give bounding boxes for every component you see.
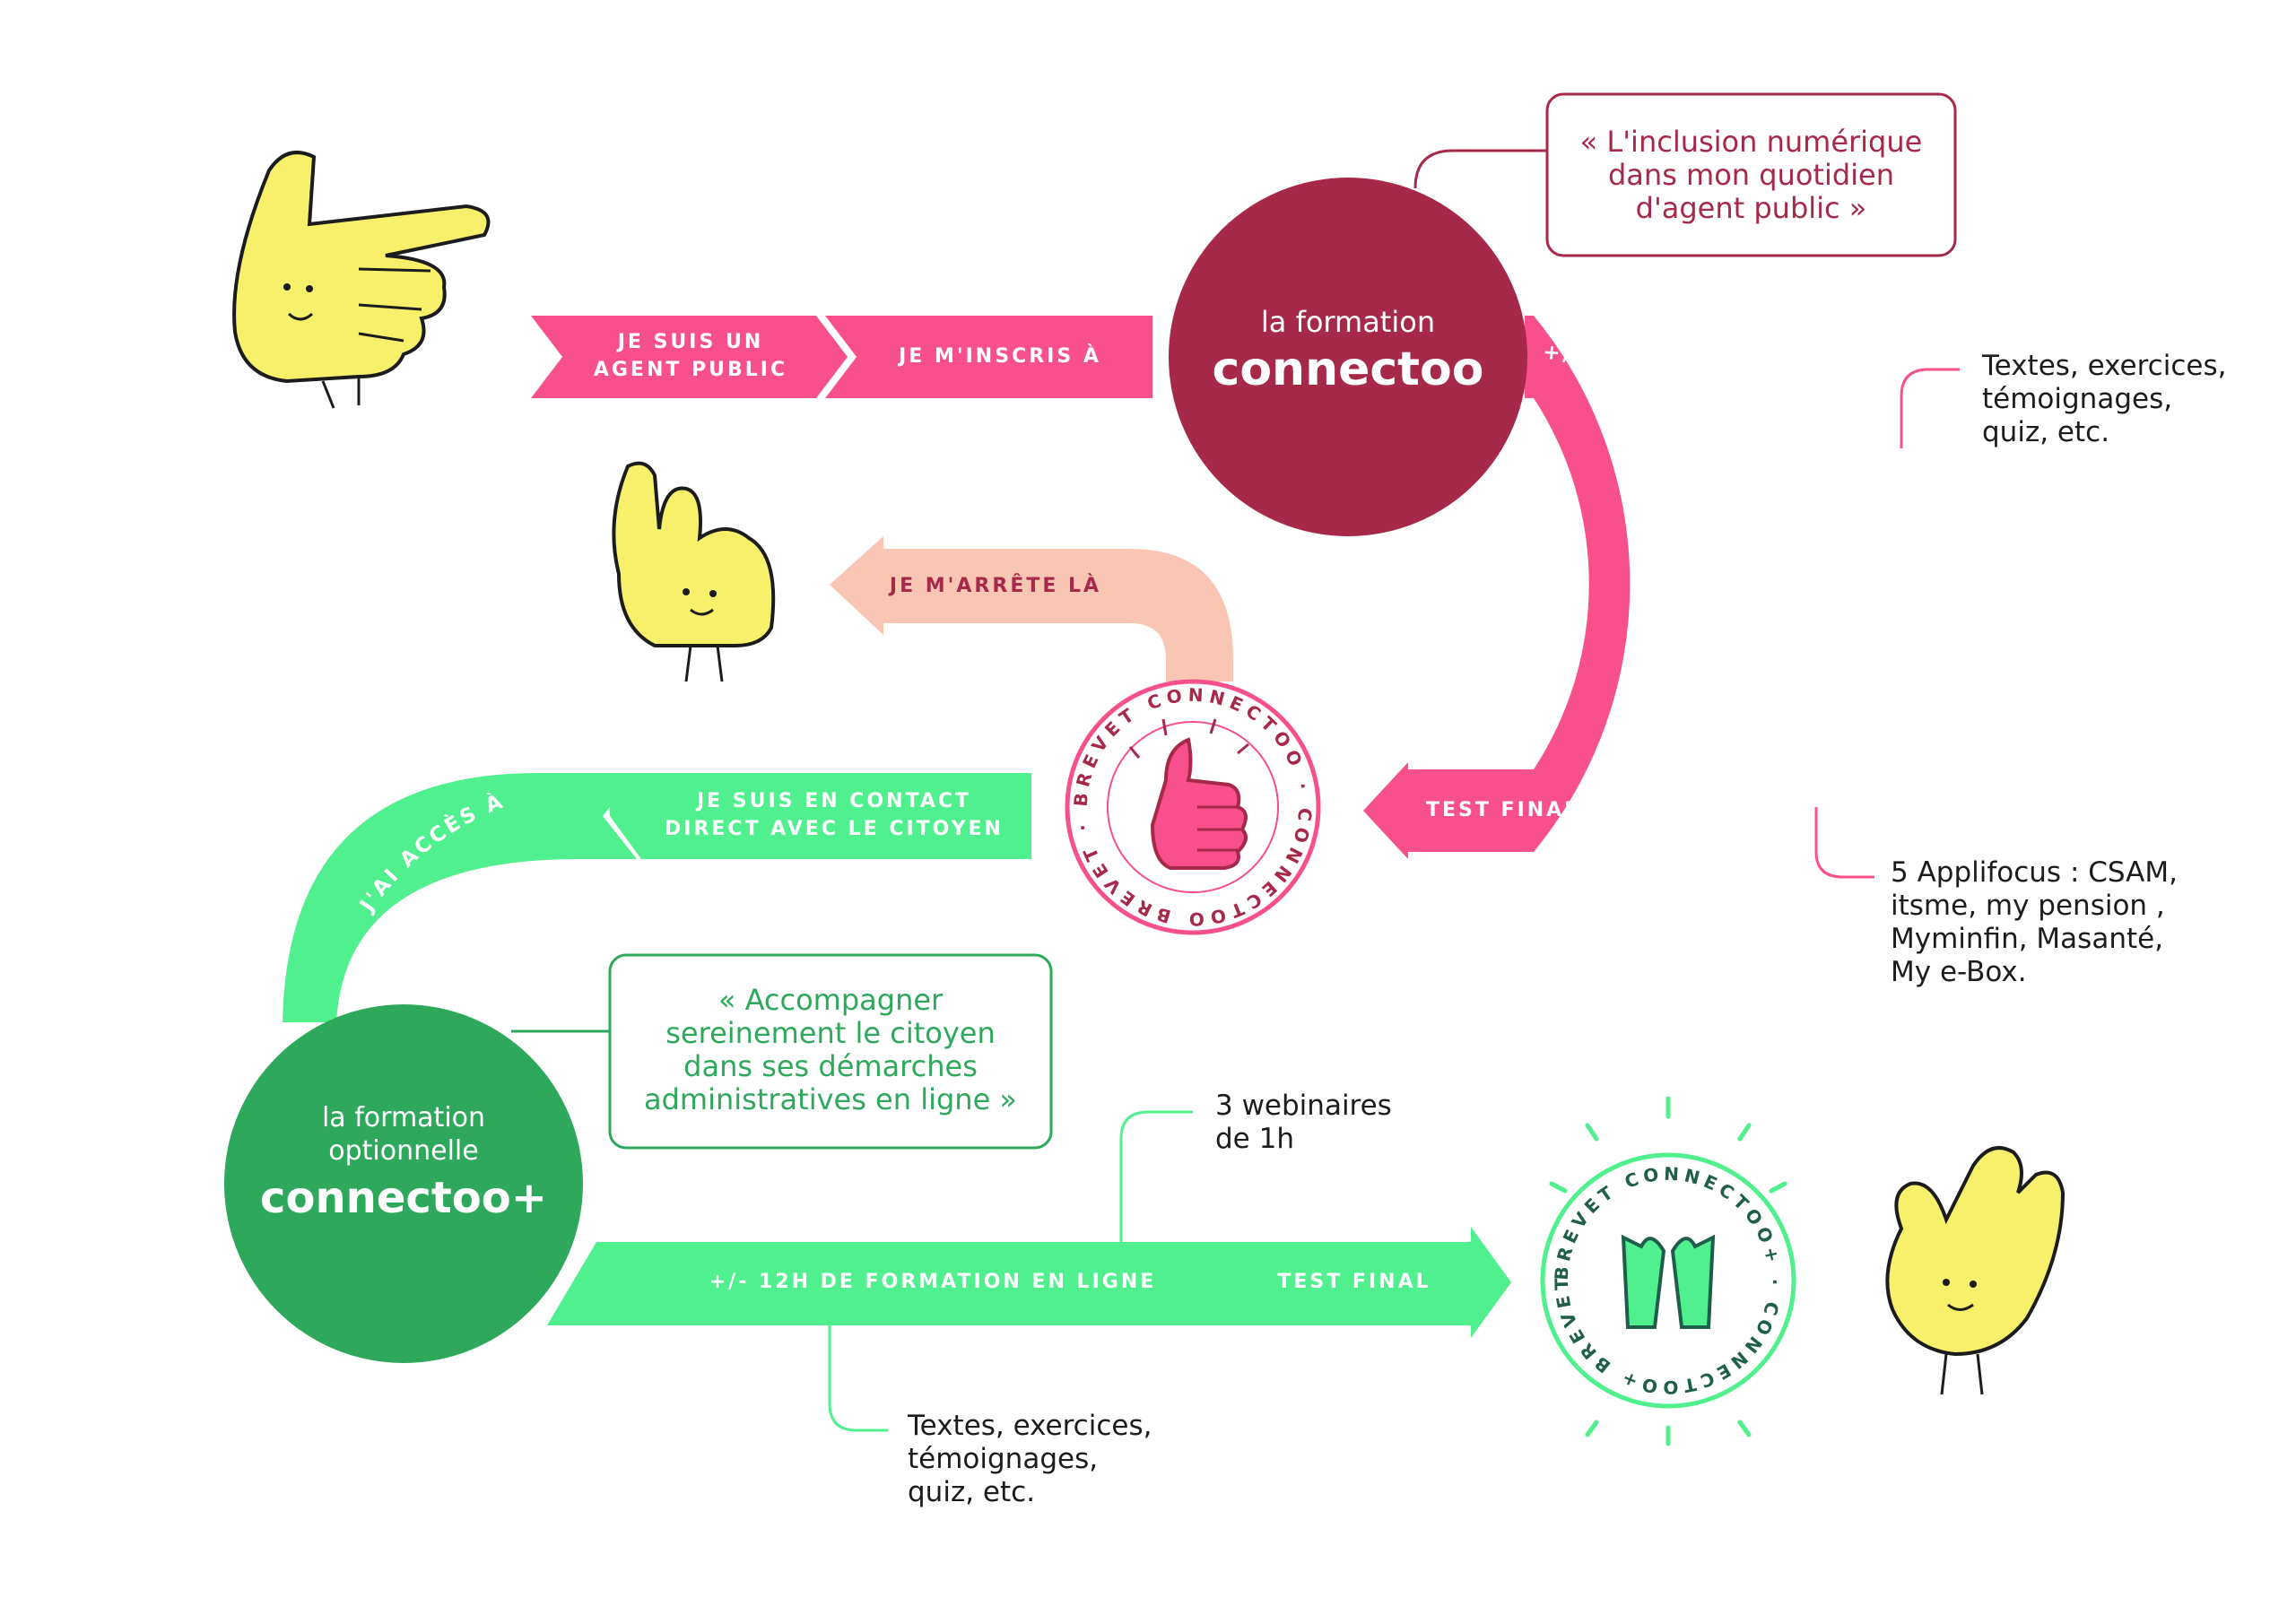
formation2-circle xyxy=(224,1004,583,1363)
brevet1-badge: BREVET CONNECTOO · CONNECTOO BREVET · xyxy=(1065,679,1321,935)
thumbs-up-icon xyxy=(1128,718,1249,870)
quote2-text: « Accompagner sereinement le citoyen dan… xyxy=(644,983,1017,1116)
formation2-label: la formation optionnelle connectoo+ xyxy=(224,1101,583,1223)
stop-label: JE M'ARRÊTE LÀ xyxy=(889,575,1102,597)
step-inscris-chevron xyxy=(825,316,1152,398)
test-final-1-arrow xyxy=(1363,762,1534,859)
stop-arrow-head xyxy=(830,536,915,635)
formation1-circle xyxy=(1169,178,1527,536)
stop-arrow-band xyxy=(910,549,1233,682)
formation1-big: connectoo xyxy=(1212,343,1484,396)
content1-connector xyxy=(1900,368,1960,448)
test-final-2-label: TEST FINAL xyxy=(1277,1271,1431,1293)
applifocus-text: 5 Applifocus : CSAM, itsme, my pension ,… xyxy=(1891,856,2178,988)
webinaires-text: 3 webinaires de 1h xyxy=(1215,1090,1392,1155)
quote1-box xyxy=(1545,92,1957,257)
raised-hand-icon xyxy=(1885,1146,2066,1395)
contact-chevron xyxy=(610,773,1031,859)
test-final-1-label: TEST FINAL xyxy=(1426,799,1580,821)
quote2-box xyxy=(608,953,1053,1150)
waving-hand-icon xyxy=(612,461,776,682)
contact-label: JE SUIS EN CONTACT DIRECT AVEC LE CITOYE… xyxy=(665,790,1004,840)
step-inscris-label: JE M'INSCRIS À xyxy=(899,345,1101,368)
step-agent-label: JE SUIS UN AGENT PUBLIC xyxy=(593,331,788,381)
content2-connector xyxy=(828,1318,888,1432)
online2-label: +/- 12H DE FORMATION EN LIGNE xyxy=(709,1271,1157,1293)
content1-text: Textes, exercices, témoignages, quiz, et… xyxy=(1982,350,2227,448)
applifocus-connector xyxy=(1814,807,1874,879)
formation2-big: connectoo+ xyxy=(260,1173,547,1223)
formation1-small: la formation xyxy=(1260,305,1436,339)
acces-arc-band xyxy=(283,773,637,1022)
pointing-hand-icon xyxy=(232,151,491,409)
formation1-label: la formation connectoo xyxy=(1169,305,1527,396)
webinaires-connector xyxy=(1119,1110,1193,1242)
high-five-icon xyxy=(1621,1234,1716,1329)
online2-arrow xyxy=(547,1227,1511,1338)
quote1-text: « L'inclusion numérique dans mon quotidi… xyxy=(1579,125,1923,225)
step-agent-chevron xyxy=(531,316,848,398)
quote1-connector xyxy=(1413,149,1547,189)
online-arc-band xyxy=(1453,316,1631,852)
content2-text: Textes, exercices, témoignages, quiz, et… xyxy=(908,1410,1152,1508)
